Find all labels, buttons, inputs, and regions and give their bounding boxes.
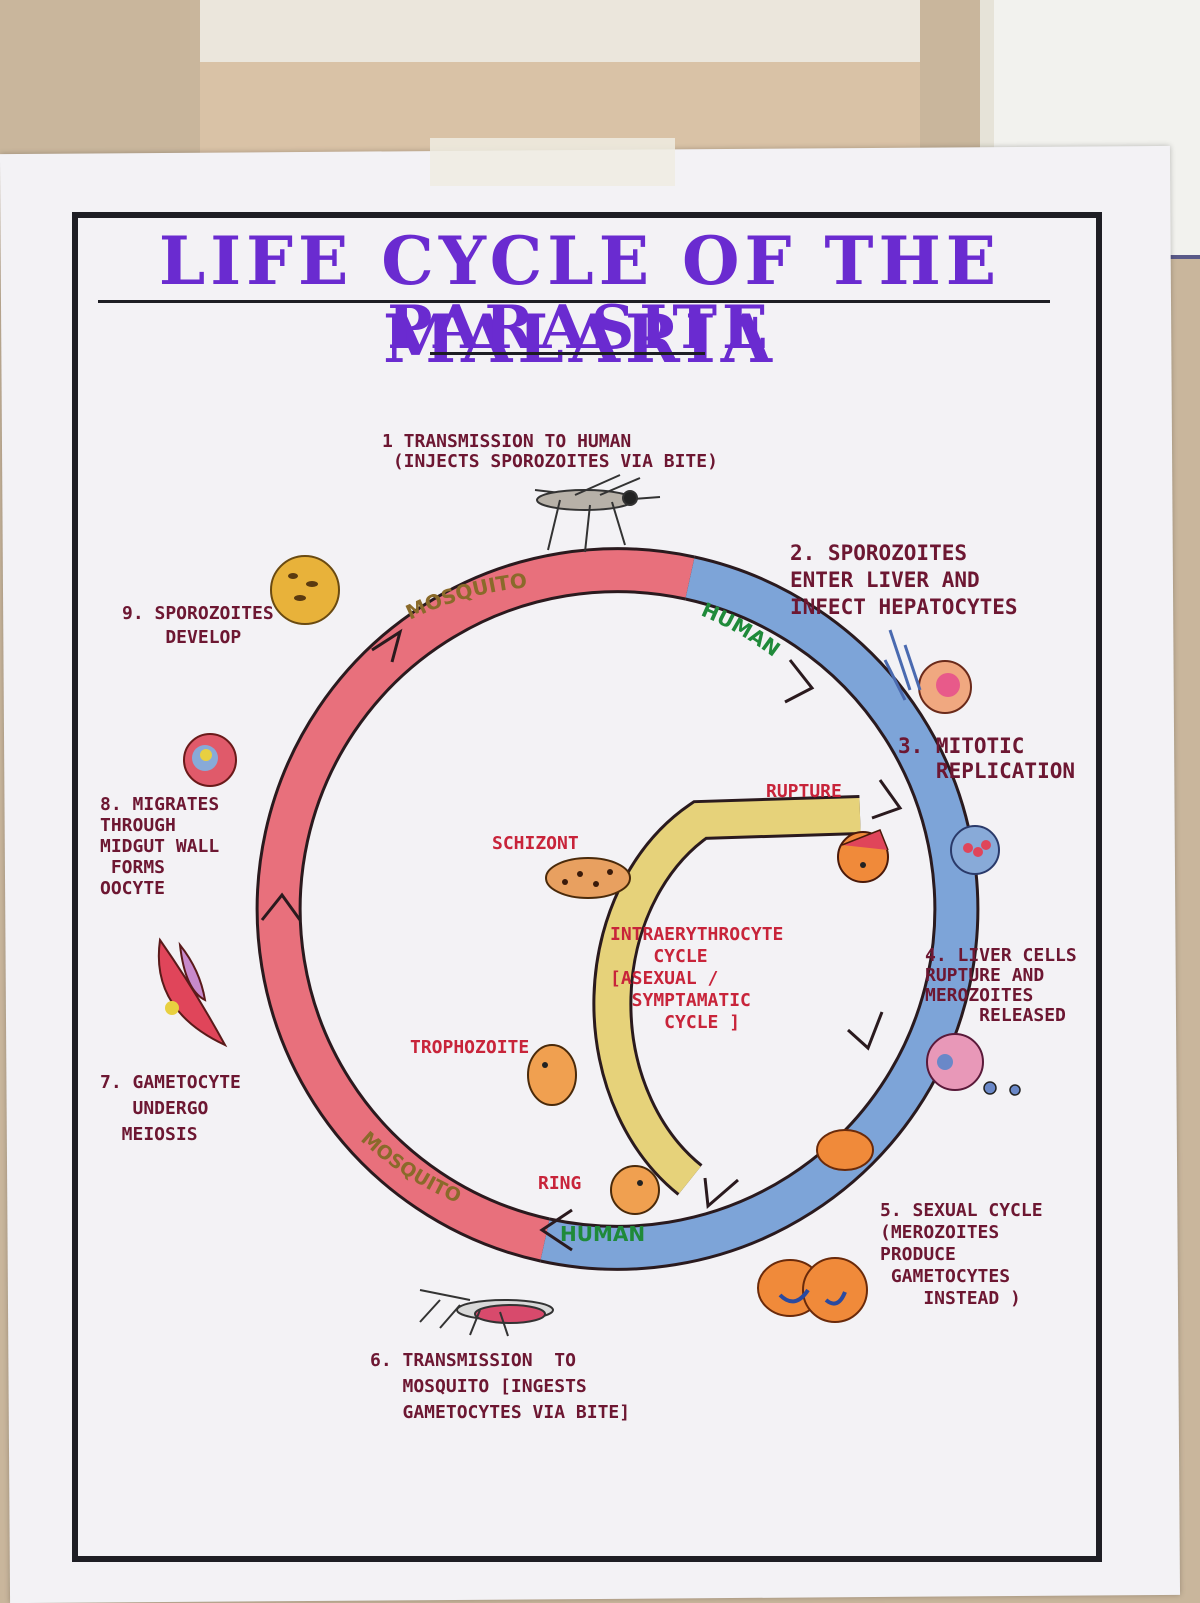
arrow-chevron-5: [539, 1208, 573, 1252]
arrow-chevron-4: [703, 1177, 739, 1210]
title-underline-2: [430, 352, 705, 355]
human-arc-fill: [540, 558, 977, 1268]
poster-title-line1: LIFE CYCLE OF THE MALARIA: [158, 222, 1002, 378]
rupturing-cell-4: [926, 1033, 1021, 1096]
sporozoite-cell-9: [270, 555, 340, 625]
ring-label-human-bottom: HUMAN: [560, 1222, 646, 1246]
merozoite-cell: [816, 1129, 874, 1171]
mosquito-bottom-drawing: [419, 1289, 554, 1337]
mosquito-arc-fill: [258, 550, 695, 1260]
label-ring: RING: [538, 1173, 582, 1194]
step-1-text: 1 TRANSMISSION TO HUMAN (INJECTS SPOROZO…: [382, 431, 718, 472]
step-2-text: 2. SPOROZOITES ENTER LIVER AND INFECT HE…: [790, 541, 1018, 619]
step-3-text: 3. MITOTIC REPLICATION: [898, 734, 1076, 783]
intraerythrocyte-cycle-text: INTRAERYTHROCYTE CYCLE [ASEXUAL / SYMPTA…: [610, 924, 784, 1033]
label-schizont: SCHIZONT: [492, 833, 579, 854]
label-trophozoite: TROPHOZOITE: [410, 1037, 530, 1058]
step-5-text: 5. SEXUAL CYCLE (MEROZOITES PRODUCE GAME…: [880, 1200, 1043, 1309]
step-4-text: 4. LIVER CELLS RUPTURE AND MEROZOITES RE…: [925, 945, 1077, 1026]
label-rupture: RUPTURE: [766, 781, 842, 802]
poster-border: [72, 212, 1102, 1562]
arrow-chevron-7: [371, 628, 403, 663]
inner-arc-fill: [595, 798, 861, 1194]
arrow-chevron-3: [846, 1011, 884, 1051]
arrow-chevron-1: [784, 659, 815, 704]
step-8-text: 8. MIGRATES THROUGH MIDGUT WALL FORMS OO…: [100, 794, 220, 899]
arrow-chevron-2: [871, 779, 903, 820]
rupture-cell: [837, 829, 889, 883]
mosquito-top-drawing: [534, 474, 661, 553]
step-9-text: 9. SPOROZOITES DEVELOP: [122, 603, 274, 648]
liver-cells-2: [883, 629, 972, 714]
title-underline-1: [98, 300, 1050, 303]
tape-strip: [430, 138, 675, 186]
arrow-chevron-6: [260, 892, 302, 921]
schizont-cell: [545, 857, 631, 899]
gametocyte-cells-7: [157, 937, 228, 1048]
oocyte-cell-8: [183, 733, 237, 787]
mitotic-cell-3: [950, 825, 1000, 875]
sexual-cycle-cells-5: [757, 1257, 868, 1323]
trophozoite-cell: [527, 1044, 577, 1106]
ring-cell: [610, 1165, 660, 1215]
step-6-text: 6. TRANSMISSION TO MOSQUITO [INGESTS GAM…: [370, 1350, 631, 1423]
poster-title-line2: PARASITE: [387, 293, 773, 363]
step-7-text: 7. GAMETOCYTE UNDERGO MEIOSIS: [100, 1072, 241, 1145]
